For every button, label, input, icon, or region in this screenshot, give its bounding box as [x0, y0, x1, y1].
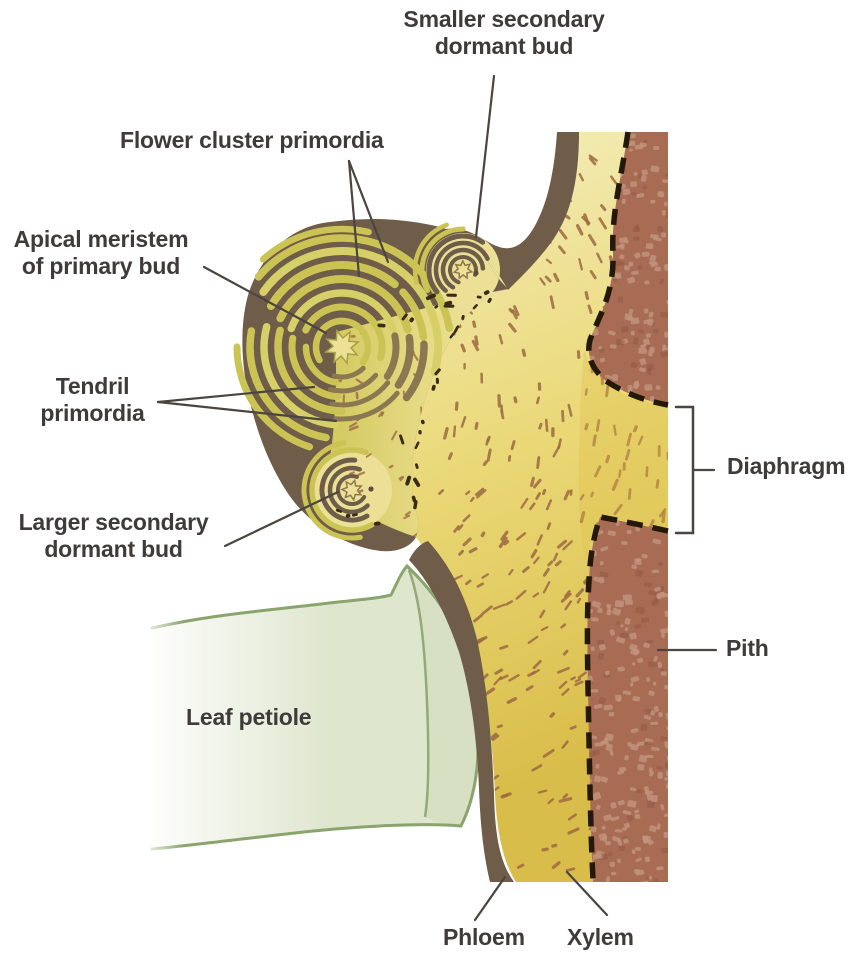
leader-phloem	[473, 875, 507, 922]
leaf-petiole-shape	[152, 566, 479, 849]
label-apical-meristem: Apical meristem of primary bud	[13, 226, 189, 279]
label-pith: Pith	[726, 635, 769, 661]
phloem-strip	[409, 541, 514, 882]
label-tendril-primordia: Tendril primordia	[40, 373, 145, 426]
bark-strip	[436, 132, 579, 290]
diaphragm-region	[578, 350, 668, 562]
meristem-stars	[323, 259, 474, 502]
leader-tendril-2	[156, 400, 338, 423]
leader-flower-cluster-1	[347, 159, 361, 278]
label-larger-secondary-bud: Larger secondary dormant bud	[18, 509, 209, 562]
leaf-petiole-right-segment	[407, 566, 479, 826]
smaller-bud-dot	[473, 270, 479, 276]
bud-scale-arcs	[220, 219, 514, 541]
leader-apical-meristem	[202, 265, 328, 335]
leader-larger-secondary-bud	[223, 490, 340, 548]
xylem-pith-boundary-lower	[584, 513, 669, 881]
label-diaphragm: Diaphragm	[727, 453, 846, 479]
leaf-petiole-seam	[407, 569, 430, 818]
label-xylem: Xylem	[567, 924, 634, 950]
label-flower-cluster-primordia: Flower cluster primordia	[120, 127, 384, 153]
leader-smaller-secondary-bud	[474, 74, 496, 239]
leader-flower-cluster-2	[347, 159, 390, 264]
label-leaf-petiole: Leaf petiole	[186, 704, 312, 730]
diaphragm-bracket	[674, 405, 695, 535]
leader-xylem	[565, 870, 609, 917]
leader-tendril-1	[156, 385, 316, 404]
label-smaller-secondary-bud: Smaller secondary dormant bud	[403, 6, 605, 59]
larger-bud-dot	[368, 486, 374, 492]
label-phloem: Phloem	[443, 924, 525, 950]
bud-boundary-marks	[335, 290, 492, 526]
